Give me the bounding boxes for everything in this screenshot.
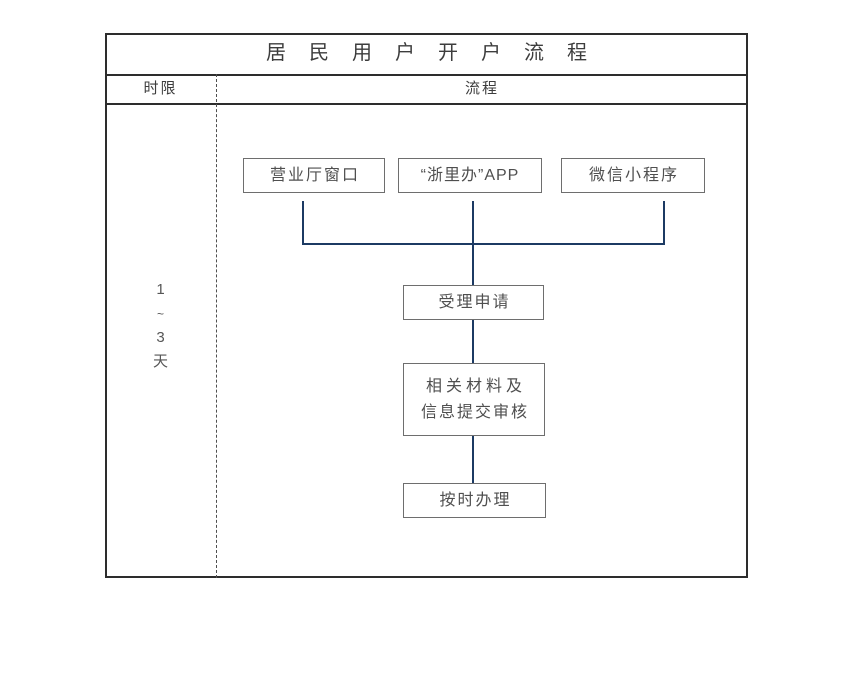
channel-box-label: 微信小程序 <box>588 166 679 184</box>
column-divider-dashed-line <box>216 74 217 578</box>
channel-box-label: “浙里办”APP <box>420 166 520 184</box>
time-limit-line: 3 <box>156 329 165 346</box>
step-box-label-line1: 相关材料及 <box>425 377 526 395</box>
title-separator-line <box>105 74 748 76</box>
header-cell-time-limit: 时限 <box>143 80 178 97</box>
step-box-label: 按时办理 <box>439 491 512 509</box>
header-cell-process: 流程 <box>464 80 499 97</box>
step-box-label-line2: 信息提交审核 <box>420 403 529 421</box>
step-box-accept-application: 受理申请 <box>403 285 544 320</box>
connector-materials-to-handle <box>472 436 474 483</box>
time-limit-label: 1 ~ 3 天 <box>105 278 216 374</box>
channel-box-wechat-mini-program: 微信小程序 <box>561 158 705 193</box>
channel-box-business-hall: 营业厅窗口 <box>243 158 385 193</box>
step-box-materials-review: 相关材料及 信息提交审核 <box>403 363 545 436</box>
connector-stub-right <box>663 201 665 245</box>
header-separator-line <box>105 103 748 105</box>
channel-box-zheliban-app: “浙里办”APP <box>398 158 542 193</box>
step-box-label: 受理申请 <box>438 293 511 311</box>
channel-box-label: 营业厅窗口 <box>269 166 360 184</box>
connector-accept-to-materials <box>472 320 474 363</box>
time-limit-line: 1 <box>156 281 165 298</box>
chart-title: 居民用户开户流程 <box>266 42 610 64</box>
connector-stub-left <box>302 201 304 245</box>
connector-merge-horizontal <box>302 243 665 245</box>
step-box-handle-on-time: 按时办理 <box>403 483 546 518</box>
time-limit-line: 天 <box>152 353 168 370</box>
time-limit-line: ~ <box>156 307 164 321</box>
